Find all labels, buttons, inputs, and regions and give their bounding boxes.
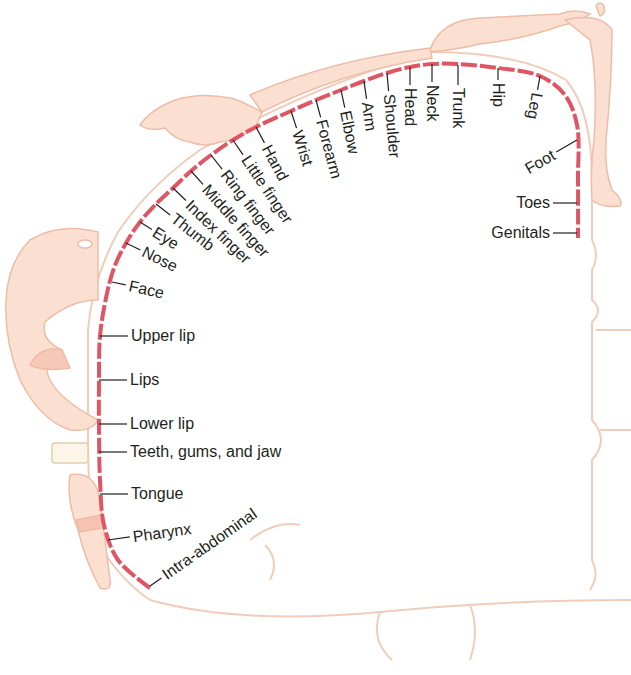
- body-part-label: Arm: [358, 101, 380, 132]
- leader-line: [556, 140, 577, 152]
- body-part-label: Upper lip: [131, 327, 195, 345]
- body-part-label: Shoulder: [380, 93, 403, 158]
- genital-figure: [596, 3, 605, 16]
- body-part-label: Toes: [516, 194, 550, 212]
- face-figure: [6, 228, 98, 430]
- leader-line: [553, 202, 577, 203]
- leader-line: [364, 81, 367, 99]
- body-part-label: Trunk: [449, 88, 467, 128]
- leader-line: [538, 76, 540, 90]
- body-part-label: Neck: [423, 85, 441, 121]
- body-part-label: Foot: [521, 146, 558, 177]
- leader-line: [140, 222, 152, 229]
- cortex-surface: [88, 52, 592, 600]
- sensory-cortex-band: [99, 64, 579, 588]
- body-part-label: Genitals: [491, 224, 550, 242]
- leader-line: [457, 65, 458, 85]
- body-part-label: Head: [401, 88, 419, 126]
- hand-figure: [140, 95, 262, 145]
- body-part-label: Pharynx: [132, 520, 193, 546]
- body-part-label: Face: [127, 277, 165, 302]
- leader-line: [100, 335, 128, 336]
- leader-line: [150, 578, 161, 586]
- leader-line: [387, 73, 389, 91]
- lips-figure: [30, 349, 70, 369]
- body-part-label: Wrist: [289, 128, 317, 168]
- leader-line: [233, 140, 243, 155]
- leader-line: [497, 68, 498, 80]
- brain-outline: [88, 52, 631, 660]
- sulcus-line: [250, 330, 631, 660]
- leader-line: [316, 100, 321, 117]
- body-part-label: Lips: [130, 371, 159, 389]
- leader-line: [341, 90, 345, 108]
- tongue-figure: [69, 474, 110, 589]
- leader-line: [99, 379, 127, 380]
- leg-figure: [565, 18, 621, 207]
- body-part-label: Tongue: [131, 485, 184, 503]
- leader-line: [211, 155, 222, 169]
- pharynx-figure: [76, 515, 104, 532]
- leader-line: [99, 423, 127, 424]
- body-part-label: Intra-abdominal: [159, 505, 260, 583]
- body-part-label: Lower lip: [130, 415, 194, 433]
- leader-line: [100, 493, 128, 494]
- body-part-label: Leg: [524, 91, 546, 120]
- leader-line: [256, 127, 264, 143]
- medial-surface: [590, 240, 601, 590]
- leader-line: [553, 232, 577, 233]
- leader-line: [431, 64, 432, 82]
- homunculus-figure: [6, 3, 621, 589]
- eye-figure: [78, 240, 92, 248]
- trunk-figure: [430, 11, 590, 52]
- leader-line: [191, 171, 203, 184]
- body-part-label: Teeth, gums, and jaw: [130, 443, 281, 461]
- leader-line: [409, 67, 410, 85]
- leader-line: [112, 282, 126, 285]
- leader-line: [291, 111, 297, 128]
- leader-line: [156, 204, 170, 215]
- leader-line: [126, 243, 140, 250]
- leader-line: [173, 188, 186, 201]
- body-part-label: Hip: [489, 83, 507, 107]
- leader-line: [99, 451, 127, 452]
- leader-line: [108, 537, 130, 540]
- teeth-figure: [52, 443, 88, 463]
- brain-base: [150, 600, 631, 616]
